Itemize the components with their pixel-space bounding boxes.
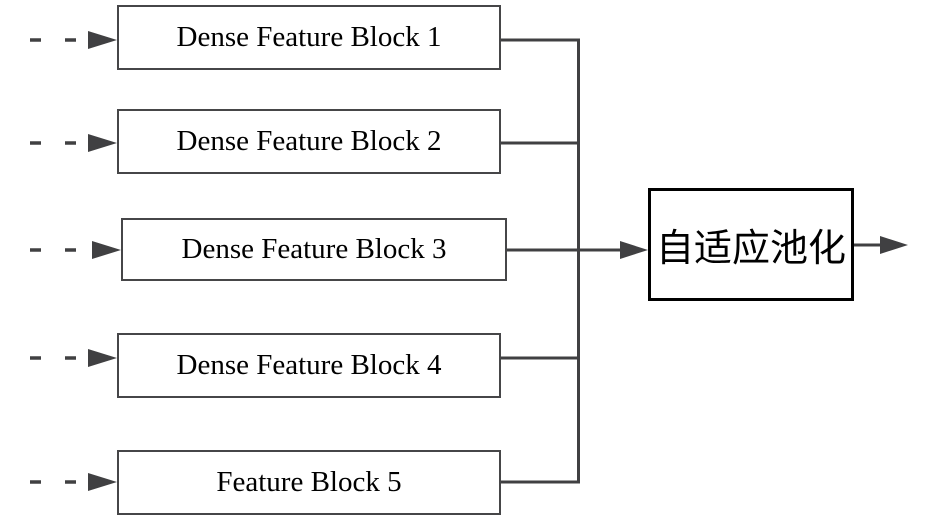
- arrowhead-icon: [88, 473, 117, 491]
- dense-feature-block-3: Dense Feature Block 3: [121, 218, 507, 281]
- block-label: Dense Feature Block 4: [176, 349, 442, 381]
- arrowhead-icon: [92, 241, 121, 259]
- adaptive-pooling-block: 自适应池化: [648, 188, 854, 301]
- dense-feature-block-4: Dense Feature Block 4: [117, 333, 501, 398]
- dashed-input-arrow-5: [30, 473, 117, 491]
- block-label: Feature Block 5: [216, 466, 402, 498]
- arrowhead-icon: [620, 241, 648, 259]
- block-label: Dense Feature Block 2: [176, 125, 442, 157]
- block-label: Dense Feature Block 1: [176, 21, 442, 53]
- merge-arrow: [578, 241, 648, 259]
- dashed-input-arrow-1: [30, 31, 117, 49]
- dashed-input-arrow-2: [30, 134, 117, 152]
- dense-feature-block-1: Dense Feature Block 1: [117, 5, 501, 70]
- pooling-label: 自适应池化: [655, 228, 846, 270]
- arrowhead-icon: [88, 31, 117, 49]
- feature-block-5: Feature Block 5: [117, 450, 501, 515]
- dense-feature-block-2: Dense Feature Block 2: [117, 109, 501, 174]
- dashed-input-arrow-4: [30, 349, 117, 367]
- arrowhead-icon: [880, 236, 908, 254]
- dashed-input-arrow-3: [30, 241, 121, 259]
- output-arrow: [853, 236, 908, 254]
- block-label: Dense Feature Block 3: [181, 233, 447, 265]
- arrowhead-icon: [88, 134, 117, 152]
- arrowhead-icon: [88, 349, 117, 367]
